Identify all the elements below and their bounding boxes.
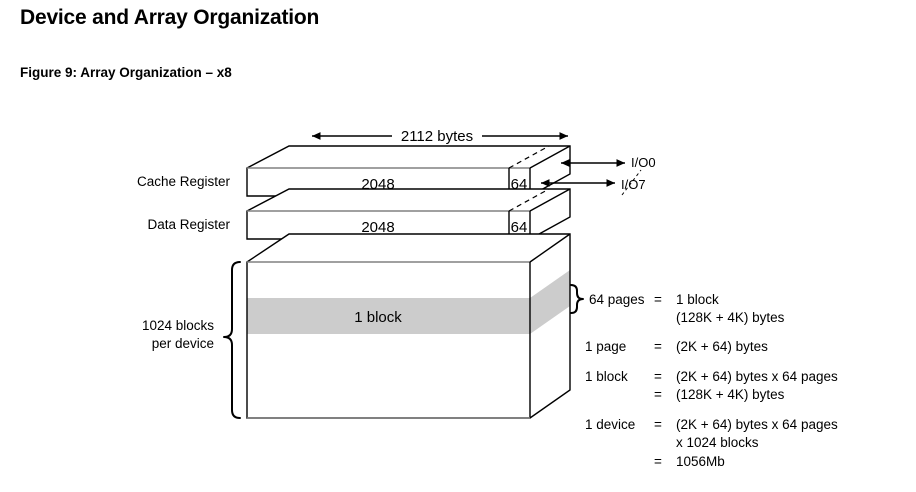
equation-value: (2K + 64) bytes (676, 339, 768, 354)
equation-operator: = (654, 417, 662, 432)
block-band-front (247, 298, 530, 334)
top-dimension-arrow: 2112 bytes (312, 128, 568, 145)
equation-value: 1 block (676, 292, 719, 307)
equation-operator: = (654, 292, 662, 307)
io-label-0: I/O0 (631, 155, 656, 170)
blocks-per-device-line1: 1024 blocks (142, 318, 214, 333)
equation-value: (2K + 64) bytes x 64 pages (676, 417, 838, 432)
io-arrows-group: I/O0 I/O7 (541, 155, 656, 196)
data-register-label: Data Register (147, 217, 230, 232)
cache-register-label: Cache Register (137, 174, 231, 189)
equation-row-1-block: 1 block = (2K + 64) bytes x 64 pages = (… (585, 369, 838, 402)
equation-value: (128K + 4K) bytes (676, 387, 785, 402)
io-label-7: I/O7 (621, 177, 646, 192)
data-register-spare-size: 64 (511, 219, 528, 236)
equation-row-1-device: 1 device = (2K + 64) bytes x 64 pages x … (585, 417, 838, 469)
pages-per-block-label: 64 pages (589, 292, 645, 307)
equation-row-64-pages: = 1 block (128K + 4K) bytes (654, 292, 785, 325)
equation-value: (2K + 64) bytes x 64 pages (676, 369, 838, 384)
data-register-main-size: 2048 (361, 219, 394, 236)
pages-per-block-brace: 64 pages (570, 284, 645, 314)
equation-value: 1056Mb (676, 454, 725, 469)
equation-term: 1 block (585, 369, 628, 384)
block-band-side (530, 270, 570, 334)
blocks-per-device-brace: 1024 blocks per device (142, 261, 241, 419)
equation-term: 1 device (585, 417, 635, 432)
top-dimension-label: 2112 bytes (401, 128, 473, 145)
equation-term: 1 page (585, 339, 626, 354)
equation-operator: = (654, 387, 662, 402)
equation-value: (128K + 4K) bytes (676, 310, 785, 325)
equation-row-1-page: 1 page = (2K + 64) bytes (585, 339, 768, 354)
page-title: Device and Array Organization (20, 6, 320, 29)
data-register-slab: 2048 64 (246, 188, 571, 240)
memory-array-block: 1 block (246, 233, 571, 419)
equation-operator: = (654, 369, 662, 384)
figure-caption: Figure 9: Array Organization – x8 (20, 65, 232, 80)
equation-operator: = (654, 454, 662, 469)
blocks-per-device-line2: per device (152, 336, 214, 351)
block-band-label: 1 block (354, 309, 402, 326)
equation-value: x 1024 blocks (676, 435, 759, 450)
equation-operator: = (654, 339, 662, 354)
